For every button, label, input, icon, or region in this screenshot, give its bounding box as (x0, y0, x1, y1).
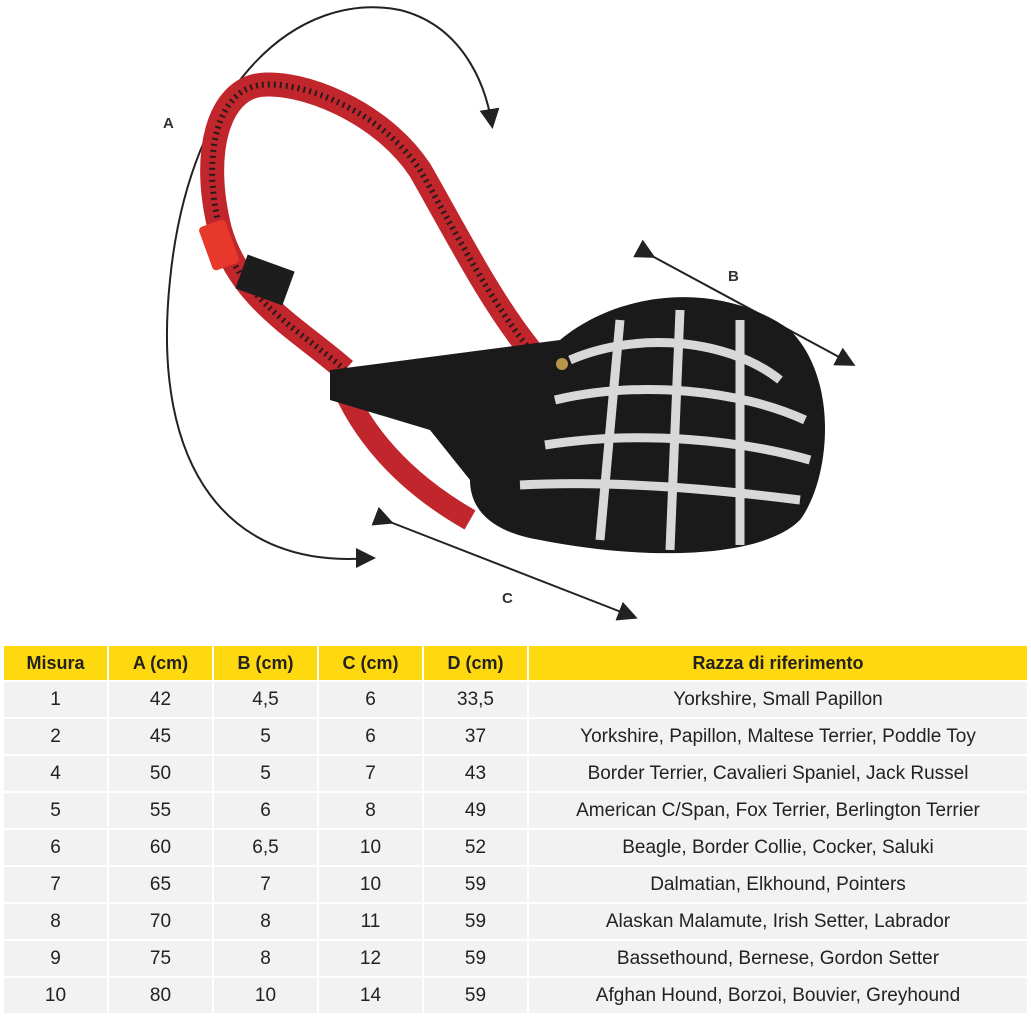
header-razza: Razza di riferimento (529, 646, 1027, 680)
size-table: Misura A (cm) B (cm) C (cm) D (cm) Razza… (2, 644, 1029, 1015)
header-c: C (cm) (319, 646, 422, 680)
label-c: C (502, 590, 513, 607)
muzzle-cage (330, 297, 825, 554)
table-cell: 9 (4, 941, 107, 976)
table-cell: 37 (424, 719, 527, 754)
table-cell: Yorkshire, Small Papillon (529, 682, 1027, 717)
table-cell: 7 (319, 756, 422, 791)
header-a: A (cm) (109, 646, 212, 680)
table-cell: 70 (109, 904, 212, 939)
label-a: A (163, 115, 174, 132)
table-cell: 6 (319, 719, 422, 754)
table-cell: 6,5 (214, 830, 317, 865)
table-cell: 55 (109, 793, 212, 828)
table-cell: 8 (214, 941, 317, 976)
table-cell: 80 (109, 978, 212, 1013)
table-cell: 8 (214, 904, 317, 939)
muzzle-illustration: A B C (163, 6, 856, 621)
table-cell: 6 (4, 830, 107, 865)
table-cell: Alaskan Malamute, Irish Setter, Labrador (529, 904, 1027, 939)
table-cell: 59 (424, 867, 527, 902)
table-cell: 4 (4, 756, 107, 791)
table-header-row: Misura A (cm) B (cm) C (cm) D (cm) Razza… (4, 646, 1027, 680)
table-cell: 5 (214, 719, 317, 754)
table-cell: 75 (109, 941, 212, 976)
table-cell: Yorkshire, Papillon, Maltese Terrier, Po… (529, 719, 1027, 754)
table-cell: 59 (424, 941, 527, 976)
table-cell: Bassethound, Bernese, Gordon Setter (529, 941, 1027, 976)
table-cell: 12 (319, 941, 422, 976)
table-cell: 10 (4, 978, 107, 1013)
header-misura: Misura (4, 646, 107, 680)
table-cell: 10 (319, 867, 422, 902)
table-cell: 5 (214, 756, 317, 791)
table-cell: Beagle, Border Collie, Cocker, Saluki (529, 830, 1027, 865)
table-cell: 65 (109, 867, 212, 902)
table-cell: 6 (319, 682, 422, 717)
table-cell: 7 (214, 867, 317, 902)
table-cell: 59 (424, 978, 527, 1013)
table-cell: American C/Span, Fox Terrier, Berlington… (529, 793, 1027, 828)
strap (200, 72, 540, 379)
buckle (199, 219, 239, 271)
table-cell: 43 (424, 756, 527, 791)
table-cell: 5 (4, 793, 107, 828)
table-cell: 7 (4, 867, 107, 902)
table-cell: 14 (319, 978, 422, 1013)
table-cell: 2 (4, 719, 107, 754)
table-cell: 52 (424, 830, 527, 865)
table-cell: 60 (109, 830, 212, 865)
header-d: D (cm) (424, 646, 527, 680)
table-cell: 8 (319, 793, 422, 828)
table-cell: 59 (424, 904, 527, 939)
table-cell: 50 (109, 756, 212, 791)
table-cell: Afghan Hound, Borzoi, Bouvier, Greyhound (529, 978, 1027, 1013)
table-cell: 33,5 (424, 682, 527, 717)
table-cell: Dalmatian, Elkhound, Pointers (529, 867, 1027, 902)
table-cell: 1 (4, 682, 107, 717)
table-cell: 4,5 (214, 682, 317, 717)
table-cell: 6 (214, 793, 317, 828)
table-cell: Border Terrier, Cavalieri Spaniel, Jack … (529, 756, 1027, 791)
table-cell: 8 (4, 904, 107, 939)
table-cell: 10 (214, 978, 317, 1013)
measure-c-arrow (371, 506, 638, 621)
header-b: B (cm) (214, 646, 317, 680)
table-cell: 49 (424, 793, 527, 828)
table-cell: 42 (109, 682, 212, 717)
table-cell: 10 (319, 830, 422, 865)
table-cell: 11 (319, 904, 422, 939)
label-b: B (728, 268, 739, 285)
table-cell: 45 (109, 719, 212, 754)
